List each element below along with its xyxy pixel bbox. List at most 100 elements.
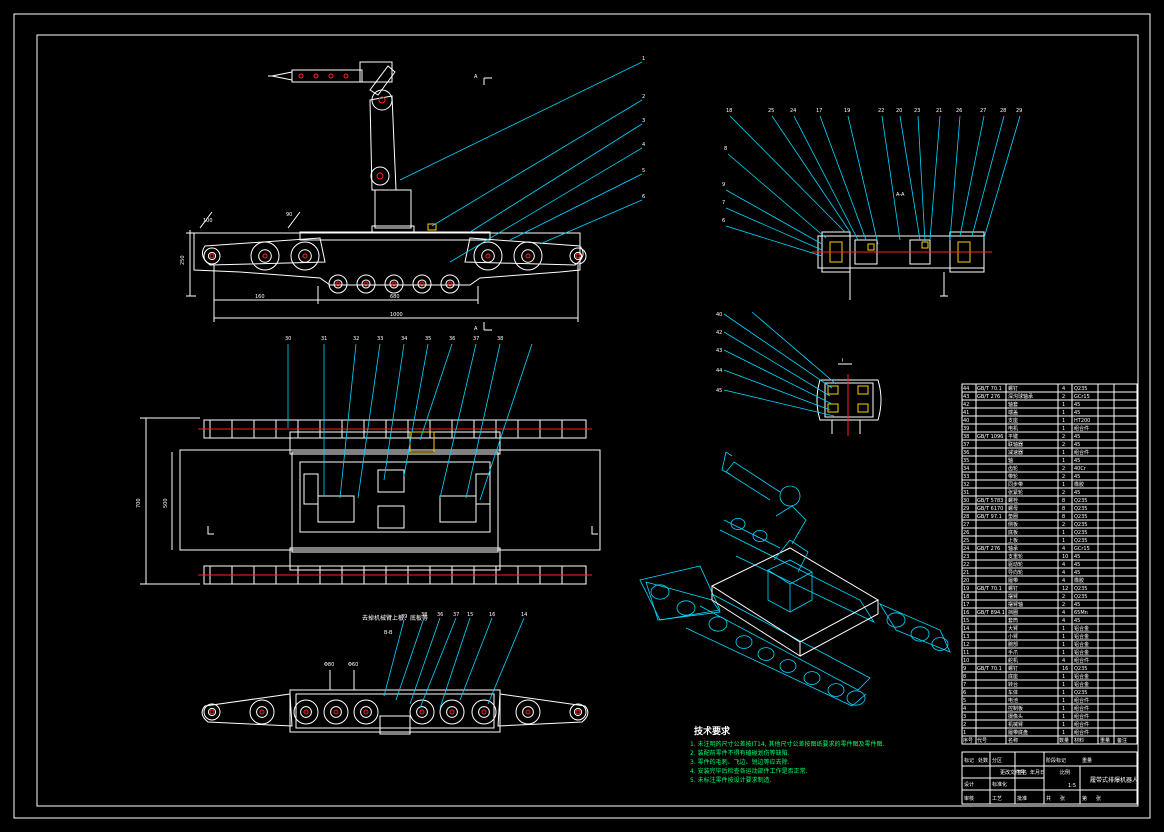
section-leader-14 (725, 189, 823, 245)
bottom-balloon-5: 16 (489, 612, 495, 618)
top-dim-inner: 500 (163, 498, 169, 508)
bom-cell-mat: 铝合金 (1074, 649, 1089, 656)
iso-wheel-6 (803, 671, 821, 685)
section-balloon-13: 8 (724, 146, 727, 152)
top-balloon-0: 30 (285, 336, 291, 342)
bom-cell-code: GB/T 1096 (977, 434, 1003, 440)
bottom-wheel-3-axle (333, 709, 339, 715)
bom-cell-name: 转台 (1008, 681, 1018, 688)
front-wheel-3-hub (481, 249, 495, 263)
bom-cell-qty: 1 (1062, 650, 1065, 656)
bom-cell-qty: 1 (1062, 634, 1065, 640)
drawing-name: 履带式排爆机器人 (1090, 776, 1138, 784)
bom-cell-qty: 1 (1062, 458, 1065, 464)
bom-cell-no: 36 (963, 450, 969, 456)
bom-cell-qty: 1 (1062, 722, 1065, 728)
title-label-7: 标准化 (992, 781, 1007, 788)
bom-cell-code: GB/T 70.1 (977, 386, 1002, 392)
title-label-0: 标记 (964, 757, 974, 764)
bom-cell-no: 13 (963, 634, 969, 640)
front-wheel-1-axle (262, 253, 268, 259)
bom-cell-code: GB/T 894.1 (977, 610, 1005, 616)
front-wheel-1 (250, 241, 280, 271)
section-leader-16 (725, 225, 823, 257)
bom-cell-name: 大臂 (1008, 625, 1018, 632)
bom-cell-name: 支座 (1008, 417, 1018, 424)
bottom-wheel-2-hub (300, 706, 312, 718)
bom-cell-mat: GCr15 (1074, 546, 1090, 552)
iso-wheel-7 (827, 683, 845, 697)
title-label-13: 批准 (1017, 795, 1027, 802)
section-leader-11 (971, 115, 1005, 237)
section-leader-5 (881, 115, 901, 241)
bom-cell-code: GB/T 276 (977, 546, 1000, 552)
bom-cell-mat: Q235 (1074, 530, 1087, 536)
bom-cell-mat: 45 (1074, 562, 1080, 568)
section-balloon-14: 9 (722, 182, 725, 188)
detail-leader-1 (723, 331, 831, 397)
iso-wheel-r-4 (931, 637, 949, 651)
bom-cell-qty: 1 (1062, 714, 1065, 720)
top-leader-6 (419, 343, 453, 441)
section-leader-10 (959, 115, 985, 237)
section-balloon-16: 6 (722, 218, 725, 224)
bottom-wheel-9-axle (575, 709, 581, 715)
title-label-5: 年月日 (1030, 769, 1045, 776)
bottom-wheel-4-hub (360, 706, 372, 718)
section-leader-4 (847, 115, 879, 245)
bom-cell-name: 摆臂 (1008, 593, 1018, 600)
bom-cell-name: 腕部 (1008, 641, 1018, 648)
bottom-balloon-1: 38 (421, 612, 427, 618)
title-label-8: 阶段标记 (1046, 757, 1066, 764)
iso-wheel-5 (779, 659, 797, 673)
bom-cell-no: 35 (963, 458, 969, 464)
section-leader-3 (819, 115, 867, 241)
bom-cell-qty: 2 (1062, 434, 1065, 440)
bom-cell-name: 车体 (1008, 689, 1018, 696)
bottom-wheel-4-axle (363, 709, 369, 715)
bottom-wheel-7-axle (481, 709, 487, 715)
front-balloon-5: 6 (642, 194, 645, 200)
bom-cell-no: 41 (963, 410, 969, 416)
bom-cell-mat: 45 (1074, 458, 1080, 464)
bom-cell-mat: 组合件 (1074, 449, 1089, 456)
bom-cell-qty: 4 (1062, 578, 1065, 584)
road-wheel-2 (384, 274, 404, 294)
road-wheel-2-axle (391, 281, 397, 287)
bom-cell-name: 摄像头 (1008, 713, 1023, 720)
bom-header-name: 名称 (1008, 737, 1018, 744)
top-leader-7 (439, 343, 477, 499)
front-wheel-2-axle (302, 253, 308, 259)
detail-balloon-3: 44 (716, 368, 722, 374)
bottom-leader-6 (487, 617, 525, 705)
bom-cell-no: 23 (963, 554, 969, 560)
section-leader-8 (929, 115, 941, 241)
bom-cell-name: 同步带 (1008, 482, 1023, 488)
bom-cell-no: 44 (963, 386, 969, 392)
section-leader-12 (983, 115, 1021, 239)
bom-cell-name: 螺钉 (1008, 585, 1018, 592)
bom-cell-no: 31 (963, 490, 969, 496)
bom-cell-mat: 橡胶 (1074, 577, 1084, 584)
bom-cell-qty: 4 (1062, 618, 1065, 624)
front-wheel-1-hub (258, 249, 272, 263)
front-wheel-4 (513, 241, 543, 271)
bom-cell-qty: 1 (1062, 426, 1065, 432)
bom-cell-qty: 1 (1062, 530, 1065, 536)
top-balloon-2: 32 (353, 336, 359, 342)
road-wheel-0 (328, 274, 348, 294)
bom-cell-name: 端盖 (1008, 409, 1018, 416)
bom-cell-mat: 铝合金 (1074, 625, 1089, 632)
bom-cell-mat: 45 (1074, 434, 1080, 440)
bom-cell-name: 电机 (1008, 425, 1018, 432)
bom-cell-mat: 组合件 (1074, 721, 1089, 728)
bom-cell-code: GB/T 97.1 (977, 514, 1002, 520)
